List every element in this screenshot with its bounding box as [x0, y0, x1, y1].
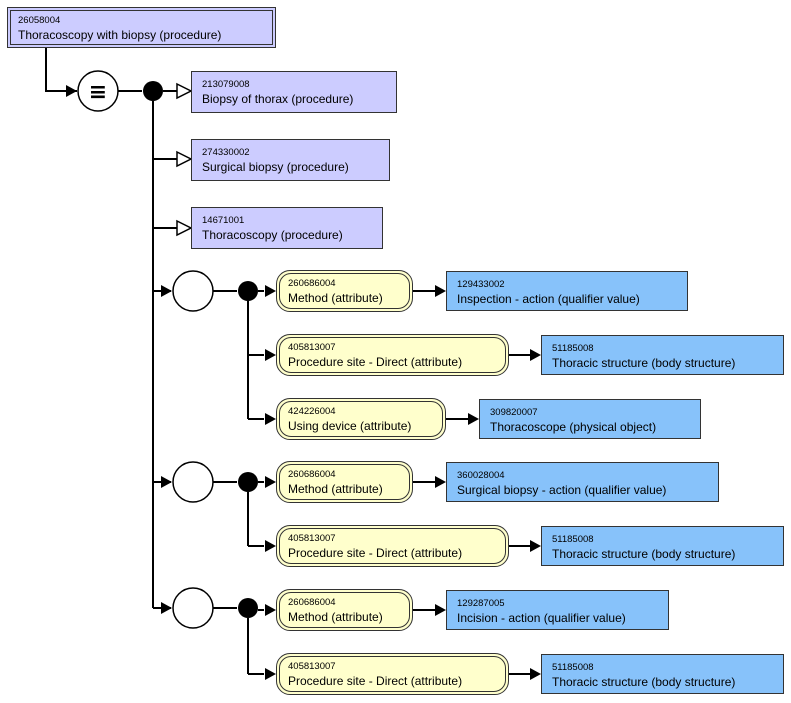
group-conjunction-dot	[238, 472, 258, 492]
conjunction-dot	[143, 81, 163, 101]
is-a-arrow	[176, 82, 193, 100]
value-concept-box-code: 129433002	[457, 279, 505, 290]
value-concept-box-term: Surgical biopsy - action (qualifier valu…	[457, 483, 667, 497]
attribute-box-code: 260686004	[288, 597, 336, 608]
attribute-box-code: 260686004	[288, 469, 336, 480]
attribute-arrow	[265, 604, 276, 616]
attribute-box-code: 405813007	[288, 342, 336, 353]
attribute-box-term: Method (attribute)	[288, 482, 383, 496]
value-arrow	[435, 476, 446, 488]
group-arrow	[161, 285, 172, 297]
focus-connector-arrow	[66, 85, 77, 97]
group-conjunction-dot	[238, 281, 258, 301]
value-concept-box-code: 51185008	[552, 534, 594, 545]
value-arrow	[530, 540, 541, 552]
attribute-box-term: Method (attribute)	[288, 610, 383, 624]
group-arrow	[161, 602, 172, 614]
group-conjunction-dot	[238, 598, 258, 618]
value-concept-box-term: Inspection - action (qualifier value)	[457, 292, 640, 306]
value-arrow	[435, 604, 446, 616]
attribute-arrow	[265, 668, 276, 680]
value-concept-box-code: 51185008	[552, 662, 594, 673]
definition-status-symbol: ≡	[89, 80, 107, 105]
parent-concept-box-term: Thoracoscopy (procedure)	[202, 228, 343, 242]
value-arrow	[530, 349, 541, 361]
parent-concept-box-term: Surgical biopsy (procedure)	[202, 160, 349, 174]
parent-concept-box-code: 14671001	[202, 215, 245, 226]
attribute-arrow	[265, 413, 276, 425]
value-concept-box-code: 360028004	[457, 470, 505, 481]
attribute-box-code: 405813007	[288, 661, 336, 672]
focus-concept-box-code: 26058004	[18, 15, 61, 26]
attribute-box-term: Procedure site - Direct (attribute)	[288, 674, 463, 688]
is-a-arrow	[176, 150, 193, 168]
value-concept-box-term: Thoracic structure (body structure)	[552, 675, 736, 689]
group-arrow	[161, 476, 172, 488]
is-a-arrow	[176, 219, 193, 237]
role-group-circle	[172, 461, 214, 503]
value-concept-box-code: 129287005	[457, 598, 505, 609]
attribute-box-term: Procedure site - Direct (attribute)	[288, 355, 463, 369]
parent-concept-box-term: Biopsy of thorax (procedure)	[202, 92, 354, 106]
attribute-box-code: 260686004	[288, 278, 336, 289]
attribute-arrow	[265, 476, 276, 488]
value-arrow	[530, 668, 541, 680]
focus-concept-box-term: Thoracoscopy with biopsy (procedure)	[18, 28, 222, 42]
attribute-box-code: 424226004	[288, 406, 336, 417]
value-concept-box-term: Thoracic structure (body structure)	[552, 547, 736, 561]
attribute-arrow	[265, 540, 276, 552]
attribute-box-term: Using device (attribute)	[288, 419, 412, 433]
value-arrow	[435, 285, 446, 297]
focus-connector-line	[45, 48, 77, 92]
value-concept-box-term: Thoracoscope (physical object)	[490, 420, 657, 434]
attribute-box-term: Method (attribute)	[288, 291, 383, 305]
role-group-circle	[172, 587, 214, 629]
value-concept-box-term: Thoracic structure (body structure)	[552, 356, 736, 370]
attribute-box-term: Procedure site - Direct (attribute)	[288, 546, 463, 560]
attribute-box-code: 405813007	[288, 533, 336, 544]
parent-concept-box-code: 274330002	[202, 147, 250, 158]
parent-concept-box-code: 213079008	[202, 79, 250, 90]
value-concept-box-term: Incision - action (qualifier value)	[457, 611, 626, 625]
value-arrow	[468, 413, 479, 425]
attribute-arrow	[265, 349, 276, 361]
attribute-arrow	[265, 285, 276, 297]
value-concept-box-code: 309820007	[490, 407, 538, 418]
role-group-circle	[172, 270, 214, 312]
value-concept-box-code: 51185008	[552, 343, 594, 354]
